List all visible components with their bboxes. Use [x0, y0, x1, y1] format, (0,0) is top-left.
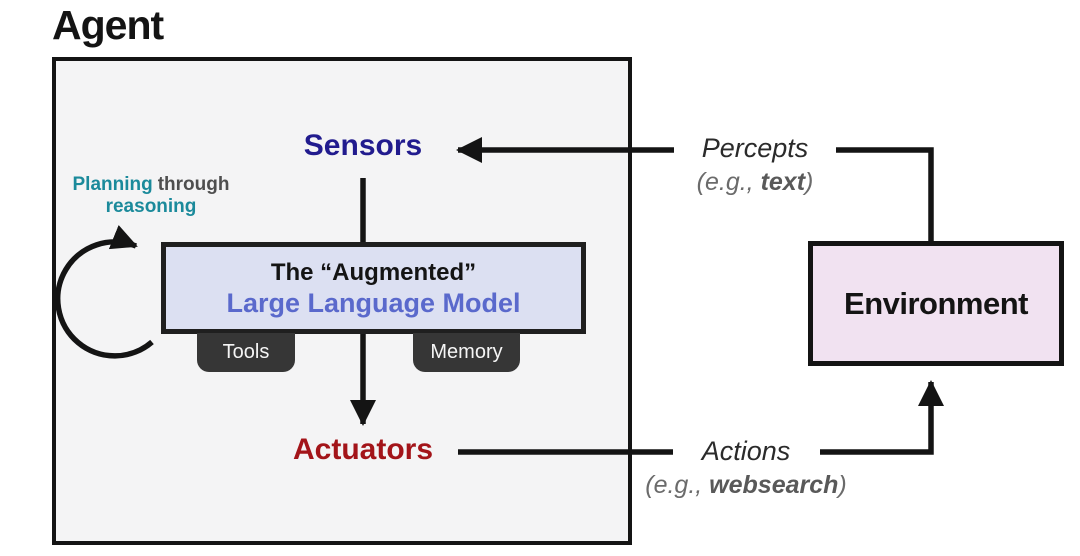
augmented-llm-box: The “Augmented” Large Language Model: [161, 242, 586, 334]
through-word: through: [157, 174, 230, 195]
actions-to-environment-arrow-icon: [820, 380, 944, 455]
memory-tab: Memory: [413, 333, 520, 372]
actions-label: Actions: [701, 436, 791, 466]
tools-tab: Tools: [197, 333, 295, 372]
environment-to-percepts-line: [836, 147, 934, 244]
agent-title: Agent: [52, 2, 164, 48]
environment-box: Environment: [808, 241, 1064, 366]
actions-example-bold: websearch: [709, 471, 839, 499]
percepts-example: (e.g., text): [655, 168, 855, 197]
sensors-label: Sensors: [303, 129, 423, 162]
actions-example-open: (e.g.,: [645, 471, 710, 499]
llm-box-subtitle: Large Language Model: [226, 287, 521, 318]
percepts-example-close: ): [805, 168, 814, 196]
llm-box-title: The “Augmented”: [270, 258, 477, 286]
percepts-example-open: (e.g.,: [696, 168, 761, 196]
actuators-label: Actuators: [292, 433, 434, 466]
actions-example-close: ): [838, 471, 847, 499]
tools-tab-label: Tools: [222, 341, 270, 363]
environment-label: Environment: [844, 285, 1028, 321]
percepts-label: Percepts: [701, 133, 809, 163]
memory-tab-label: Memory: [430, 341, 503, 363]
planning-loop-arrow-icon: [54, 225, 154, 359]
planning-word: Planning: [72, 174, 153, 195]
reasoning-word: reasoning: [105, 196, 197, 217]
actions-example: (e.g., websearch): [626, 471, 866, 500]
percepts-example-bold: text: [760, 168, 806, 196]
